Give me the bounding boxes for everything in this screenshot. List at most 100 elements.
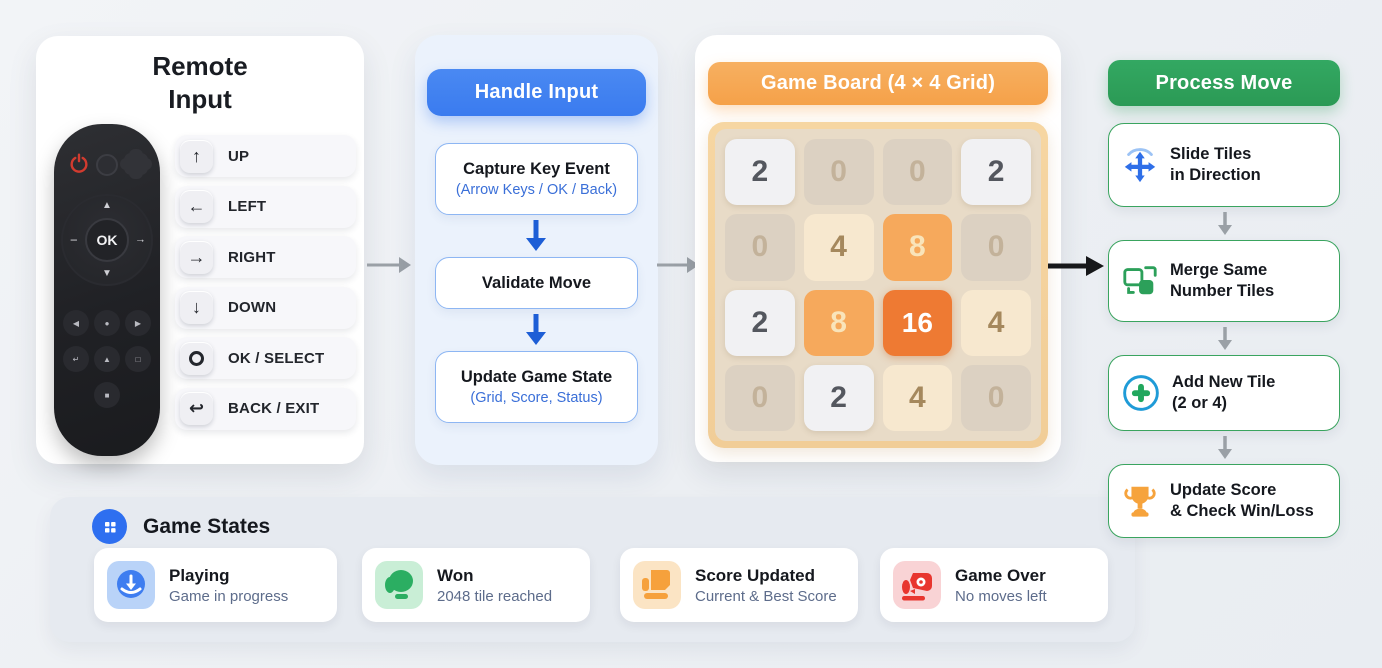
remote-nav-pad-icon[interactable]	[120, 149, 152, 179]
state-subtitle: 2048 tile reached	[437, 587, 553, 605]
key-label: RIGHT	[228, 248, 276, 266]
process-move-header: Process Move	[1108, 60, 1340, 106]
arrow-down-icon: ↓	[180, 291, 213, 324]
state-title: Score Updated	[695, 565, 815, 585]
tv-remote: ▲ ▼ − → OK ◀ ● ▶ ↵ ▲ □ ■	[54, 124, 160, 456]
flow-arrow-remote-to-handle	[367, 257, 411, 273]
state-card-playing: Playing Game in progress	[94, 548, 337, 622]
down-arrow-icon	[1218, 327, 1232, 350]
state-subtitle: No moves left	[955, 587, 1047, 605]
tile-r0c0: 2	[725, 139, 795, 206]
tile-r3c1: 2	[803, 364, 874, 431]
power-icon[interactable]	[68, 152, 90, 174]
tile-r1c0: 0	[725, 214, 795, 281]
key-row-left[interactable]: ← LEFT	[175, 185, 356, 228]
key-label: DOWN	[228, 299, 277, 316]
step-add-new-tile: Add New Tile (2 or 4)	[1108, 355, 1340, 431]
tile-r2c0: 2	[725, 289, 795, 356]
key-label: OK / SELECT	[228, 349, 325, 367]
game-states-grid-icon	[92, 509, 127, 544]
merge-tiles-icon	[1121, 262, 1159, 300]
state-title: Won	[437, 565, 474, 585]
step-title: Capture Key Event	[463, 160, 610, 178]
playing-icon	[107, 561, 155, 609]
flow-arrow-board-to-process	[1048, 256, 1104, 276]
game-board: 2 0 0 2 0 4 8 0 2 8 16 4 0 2 4 0	[708, 122, 1048, 448]
score-chart-icon	[633, 561, 681, 609]
step-validate-move: Validate Move	[435, 257, 638, 309]
game-board-panel: Game Board (4 × 4 Grid) 2 0 0 2 0 4 8 0 …	[695, 35, 1061, 462]
down-arrow-icon	[1218, 436, 1232, 459]
tile-r0c1: 0	[803, 139, 874, 206]
step-label: Add New Tile (2 or 4)	[1172, 372, 1276, 412]
key-row-back-exit[interactable]: ↩ BACK / EXIT	[175, 387, 356, 430]
dpad-left-icon[interactable]: −	[70, 232, 78, 248]
step-label: Slide Tiles in Direction	[1170, 144, 1261, 184]
game-states-panel: Game States Playing Game in progress	[50, 497, 1135, 642]
step-update-score: Update Score & Check Win/Loss	[1108, 464, 1340, 538]
down-arrow-icon	[1218, 212, 1232, 235]
game-over-icon	[893, 561, 941, 609]
board-grid: 2 0 0 2 0 4 8 0 2 8 16 4 0 2 4 0	[715, 129, 1041, 441]
remote-button-2[interactable]: ●	[94, 310, 120, 336]
step-title: Validate Move	[481, 273, 592, 292]
remote-button-4[interactable]: ↵	[63, 346, 89, 372]
tile-r2c1: 8	[803, 289, 874, 356]
step-label: Merge Same Number Tiles	[1170, 260, 1275, 300]
remote-round-button[interactable]	[96, 154, 118, 176]
remote-dpad[interactable]: ▲ ▼ − → OK	[61, 194, 153, 286]
tile-r0c3: 2	[961, 139, 1031, 206]
tile-r1c2: 8	[882, 214, 953, 281]
game-board-header: Game Board (4 × 4 Grid)	[708, 62, 1048, 105]
dpad-up-icon[interactable]: ▲	[102, 200, 112, 211]
remote-key-list: ↑ UP ← LEFT → RIGHT ↓ DOWN OK / SELECT ↩	[175, 135, 356, 438]
step-capture-key-event: Capture Key Event (Arrow Keys / OK / Bac…	[435, 143, 638, 215]
arrow-left-icon: ←	[180, 190, 213, 223]
state-subtitle: Current & Best Score	[695, 587, 837, 605]
game-states-title: Game States	[143, 514, 271, 538]
tile-r1c1: 4	[803, 214, 874, 281]
remote-input-panel: Remote Input ▲ ▼ − → OK ◀ ●	[36, 36, 364, 464]
state-title: Playing	[169, 565, 230, 585]
move-arrows-icon	[1121, 146, 1159, 184]
dpad-right-icon[interactable]: →	[135, 233, 146, 246]
state-card-score-updated: Score Updated Current & Best Score	[620, 548, 858, 622]
remote-button-3[interactable]: ▶	[125, 310, 151, 336]
flow-arrow-handle-to-board	[657, 257, 699, 273]
key-row-up[interactable]: ↑ UP	[175, 135, 356, 177]
step-merge-tiles: Merge Same Number Tiles	[1108, 240, 1340, 322]
step-subtitle: (Arrow Keys / OK / Back)	[455, 182, 618, 198]
state-card-won: Won 2048 tile reached	[362, 548, 590, 622]
state-title: Game Over	[955, 565, 1046, 585]
arrow-up-icon: ↑	[180, 139, 213, 173]
state-card-game-over: Game Over No moves left	[880, 548, 1108, 622]
ok-circle-icon	[180, 341, 213, 375]
step-slide-tiles: Slide Tiles in Direction	[1108, 123, 1340, 207]
tile-r3c2: 4	[882, 364, 953, 431]
key-row-ok-select[interactable]: OK / SELECT	[175, 337, 356, 379]
remote-button-6[interactable]: □	[125, 346, 151, 372]
key-row-right[interactable]: → RIGHT	[175, 236, 356, 278]
remote-button-5[interactable]: ▲	[94, 346, 120, 372]
won-glove-icon	[375, 561, 423, 609]
tile-r3c0: 0	[725, 364, 795, 431]
tile-r1c3: 0	[961, 214, 1031, 281]
tile-r0c2: 0	[882, 139, 953, 206]
dpad-down-icon[interactable]: ▼	[102, 268, 112, 279]
key-label: BACK / EXIT	[228, 400, 320, 417]
step-label: Update Score & Check Win/Loss	[1170, 480, 1314, 520]
remote-button-7[interactable]: ■	[94, 382, 120, 408]
handle-input-header: Handle Input	[427, 69, 646, 116]
tile-r3c3: 0	[961, 364, 1031, 431]
process-move-column: Process Move Slide Tiles in Direction	[1108, 0, 1340, 668]
remote-button-1[interactable]: ◀	[63, 310, 89, 336]
key-label: UP	[228, 147, 250, 165]
arrow-right-icon: →	[180, 240, 213, 274]
remote-panel-title: Remote Input	[152, 51, 248, 114]
remote-ok-button[interactable]: OK	[85, 218, 129, 262]
handle-input-panel: Handle Input Capture Key Event (Arrow Ke…	[415, 35, 658, 465]
step-update-game-state: Update Game State (Grid, Score, Status)	[435, 351, 638, 423]
add-circle-icon	[1121, 373, 1161, 413]
key-row-down[interactable]: ↓ DOWN	[175, 286, 356, 329]
